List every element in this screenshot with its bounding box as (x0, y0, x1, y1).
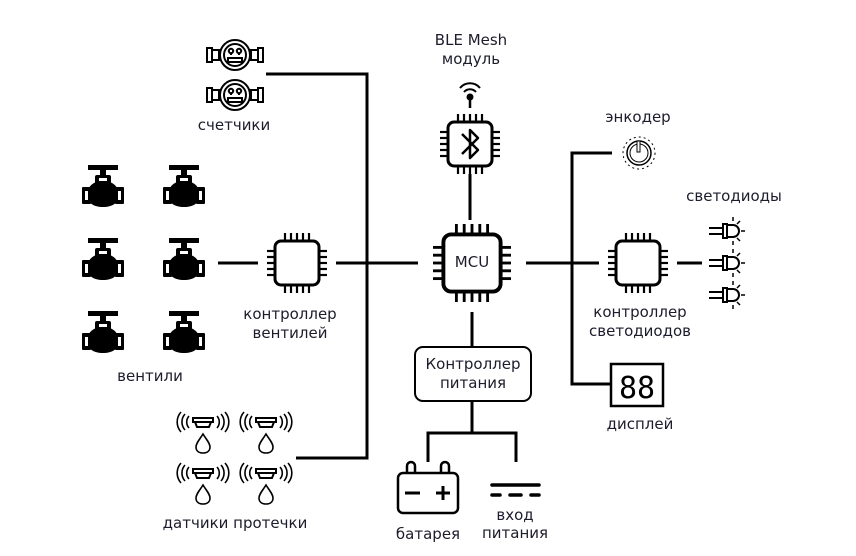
power-input-label-line1: вход (496, 506, 534, 524)
valve-controller-label-line1: контроллер (243, 305, 337, 323)
battery-icon (396, 460, 460, 515)
led-icon (708, 280, 746, 310)
leak-sensor-icon (176, 411, 230, 454)
valve-icon (163, 238, 205, 280)
mcu-label: MCU (454, 253, 490, 271)
ble-chip-icon (438, 112, 502, 176)
power-controller-label-line2: питания (439, 374, 507, 392)
power-controller-box (414, 346, 532, 402)
led-controller-chip-icon (606, 231, 670, 295)
led-controller-label-line1: контроллер (593, 303, 687, 321)
display-label: дисплей (606, 415, 674, 433)
antenna-icon (459, 82, 481, 101)
connection-lines (218, 72, 702, 462)
encoder-icon (622, 136, 656, 170)
display-digits: 88 (619, 371, 655, 406)
bus-left (266, 72, 369, 460)
valve-icon (163, 165, 205, 207)
led-icon (708, 248, 746, 278)
battery-label: батарея (395, 525, 461, 543)
bus-right (570, 151, 612, 386)
power-bus (426, 431, 518, 462)
led-icon (708, 216, 746, 246)
power-input-label: вход питания (482, 506, 548, 542)
power-input-label-line2: питания (481, 524, 549, 542)
leds-label: светодиоды (686, 187, 782, 205)
led-controller-label: контроллер светодиодов (589, 303, 691, 341)
valve-icon (82, 165, 124, 207)
power-controller-label-line1: Контроллер (425, 355, 521, 373)
leak-sensor-icon (176, 462, 230, 505)
valve-controller-label: контроллер вентилей (243, 305, 336, 343)
leak-sensors-label: датчики протечки (162, 514, 308, 532)
encoder-label: энкодер (605, 108, 671, 126)
water-meter-icon (206, 79, 264, 111)
valve-icon (82, 311, 124, 353)
valve-controller-chip-icon (265, 231, 329, 295)
dc-power-input-icon (490, 483, 541, 497)
water-meter-icon (206, 39, 264, 71)
valve-controller-label-line2: вентилей (252, 324, 328, 342)
ble-label-line2: модуль (441, 50, 501, 68)
led-controller-label-line2: светодиодов (589, 322, 691, 340)
power-controller-label: Контроллер питания (426, 355, 521, 393)
leak-sensor-icon (239, 411, 293, 454)
valve-icon (163, 311, 205, 353)
meters-label: счетчики (197, 116, 271, 134)
valve-icon (82, 238, 124, 280)
display-icon (609, 362, 665, 408)
ble-label-line1: BLE Mesh (434, 31, 508, 49)
ble-module-label: BLE Mesh модуль (435, 31, 507, 69)
leak-sensor-icon (239, 462, 293, 505)
valves-label: вентили (117, 367, 183, 385)
